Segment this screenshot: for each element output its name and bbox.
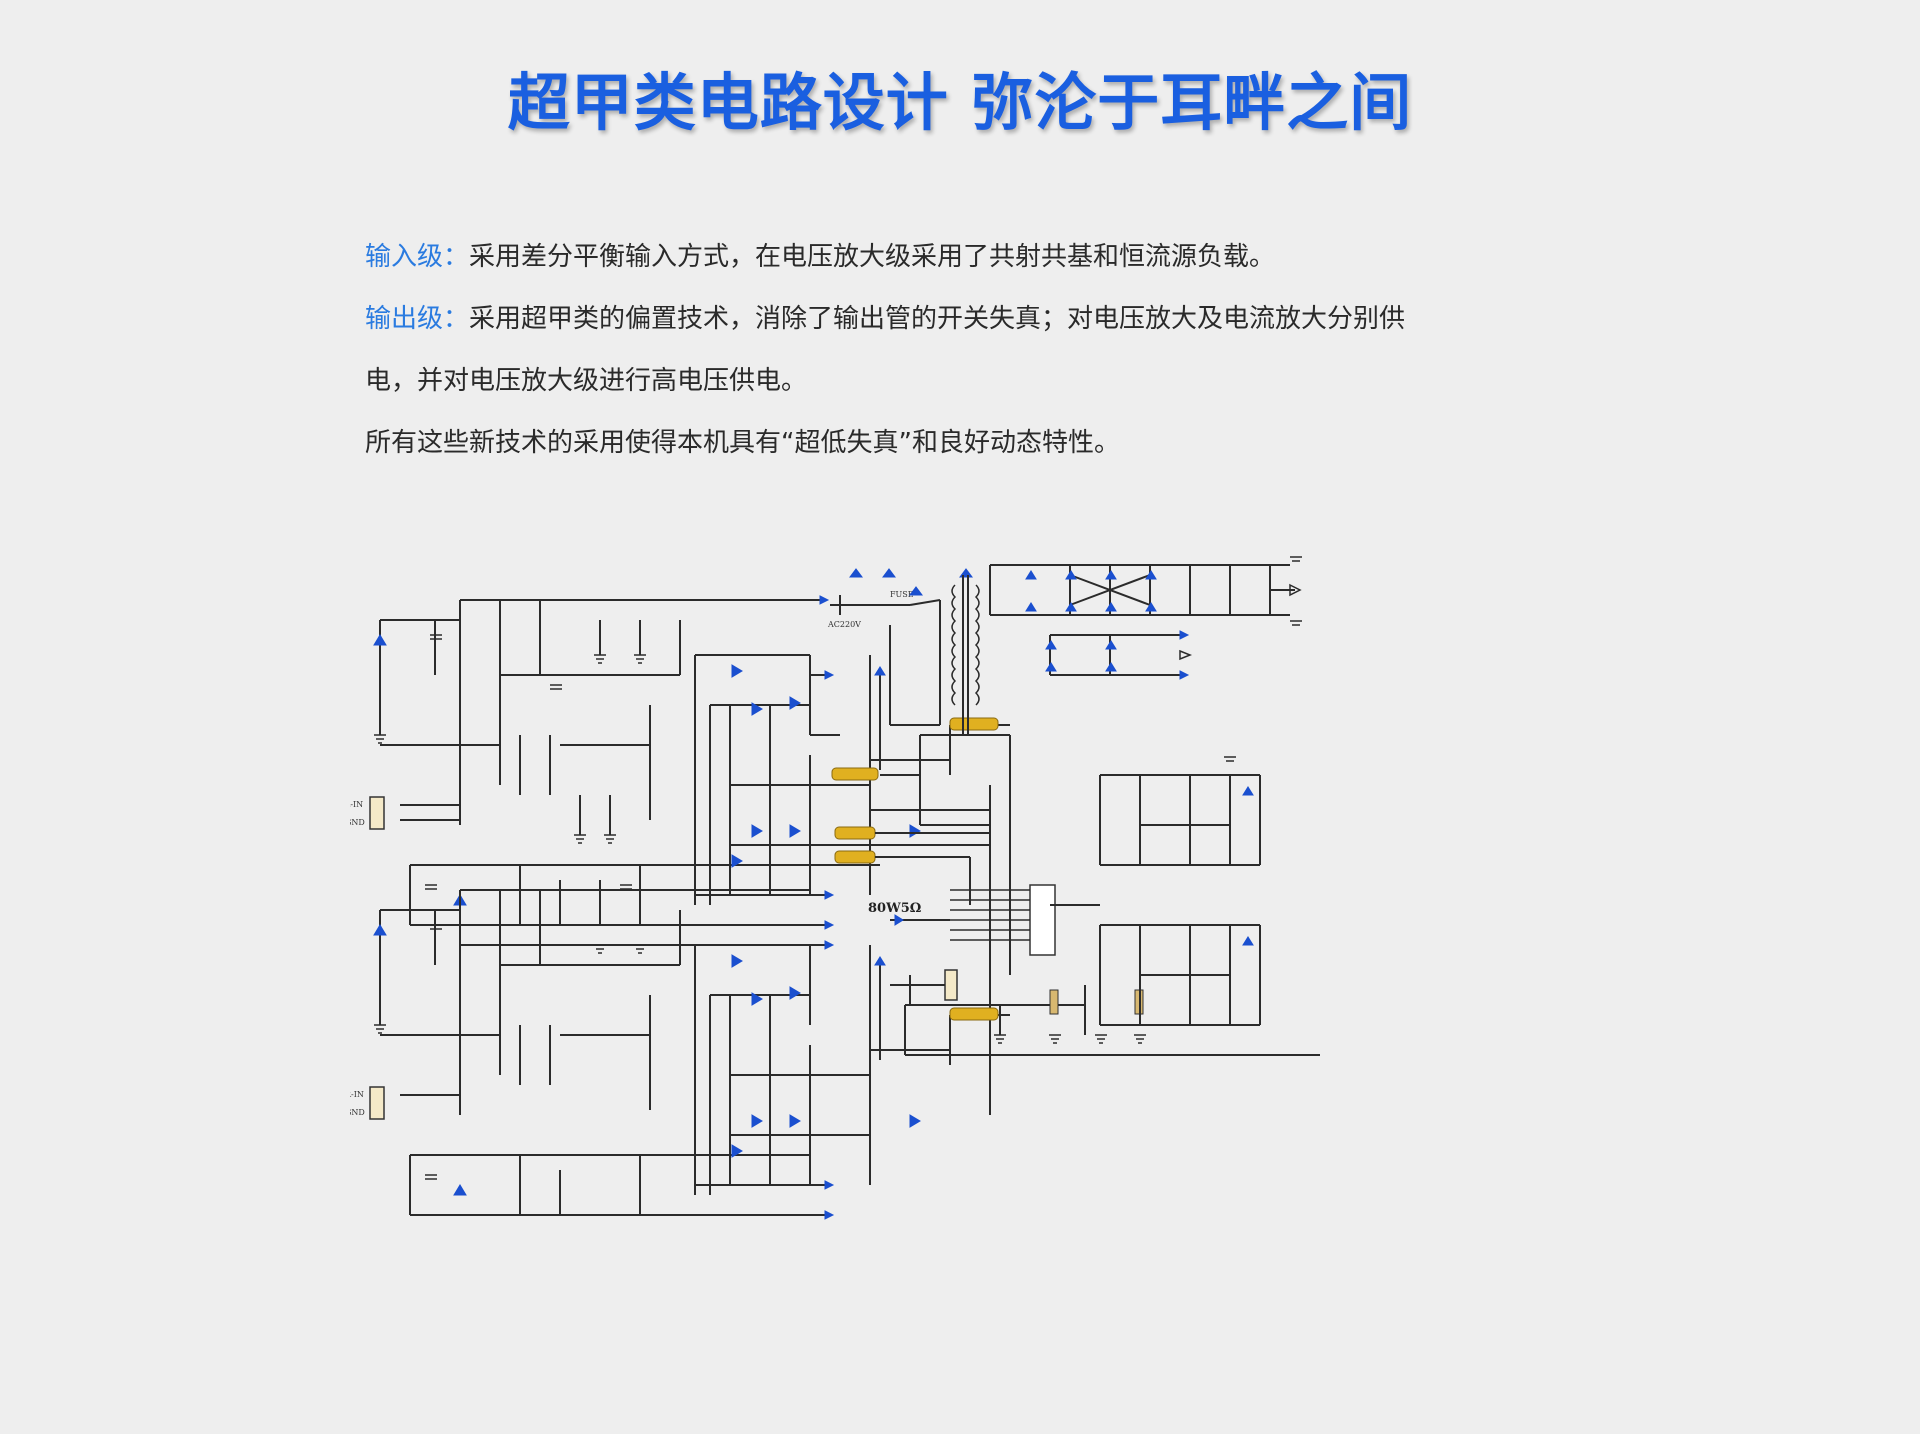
input-stage-label: 输入级： bbox=[365, 242, 470, 272]
page-title: 超甲类电路设计 弥沦于耳畔之间 bbox=[507, 66, 1413, 139]
mains-label: AC220V bbox=[827, 620, 861, 629]
input-label-r: R-IN bbox=[350, 1090, 364, 1099]
power-rating-label: 80W5Ω bbox=[868, 901, 921, 916]
power-supply: AC220V FUSE bbox=[827, 556, 1302, 735]
regulator-lower bbox=[1050, 904, 1261, 1026]
input-label-gnd-2: GND bbox=[350, 1108, 365, 1117]
output-stage-text-line1: 采用超甲类的偏置技术，消除了输出管的开关失真；对电压放大及电流放大分别供 bbox=[469, 304, 1406, 334]
speaker-connector-left bbox=[949, 717, 999, 731]
description: 输入级：采用差分平衡输入方式，在电压放大级采用了共射共基和恒流源负载。 输出级：… bbox=[365, 226, 1565, 474]
input-label-l: L-IN bbox=[350, 800, 363, 809]
zener-diode bbox=[373, 634, 387, 646]
summary-paragraph: 所有这些新技术的采用使得本机具有“超低失真”和良好动态特性。 bbox=[365, 428, 1120, 458]
fuse-label: FUSE bbox=[890, 590, 914, 599]
speaker-connector-right bbox=[949, 1007, 999, 1021]
regulator-upper bbox=[1099, 756, 1261, 866]
output-stage-label: 输出级： bbox=[365, 304, 470, 334]
relay bbox=[944, 969, 958, 1001]
input-connector-lower bbox=[369, 1086, 385, 1120]
schematic-drawing: L-IN GND 80W5Ω bbox=[350, 556, 1320, 1220]
protection-circuit bbox=[831, 734, 1320, 1056]
circuit-schematic: L-IN GND 80W5Ω bbox=[350, 535, 1570, 1295]
amp-channel-upper: L-IN GND 80W5Ω bbox=[350, 595, 1010, 1115]
input-stage-text: 采用差分平衡输入方式，在电压放大级采用了共射共基和恒流源负载。 bbox=[469, 242, 1276, 272]
ic-chip bbox=[1029, 884, 1056, 956]
input-stage-paragraph: 输入级：采用差分平衡输入方式，在电压放大级采用了共射共基和恒流源负载。 bbox=[365, 226, 1565, 288]
speaker-left bbox=[1049, 989, 1059, 1015]
output-stage-paragraph: 输出级：采用超甲类的偏置技术，消除了输出管的开关失真；对电压放大及电流放大分别供 bbox=[365, 288, 1565, 350]
input-label-gnd-1: GND bbox=[350, 818, 365, 827]
amp-channel-lower: R-IN GND bbox=[350, 889, 1010, 1220]
input-connector-upper bbox=[369, 796, 385, 830]
output-stage-continuation: 电，并对电压放大级进行高电压供电。 bbox=[365, 366, 808, 396]
